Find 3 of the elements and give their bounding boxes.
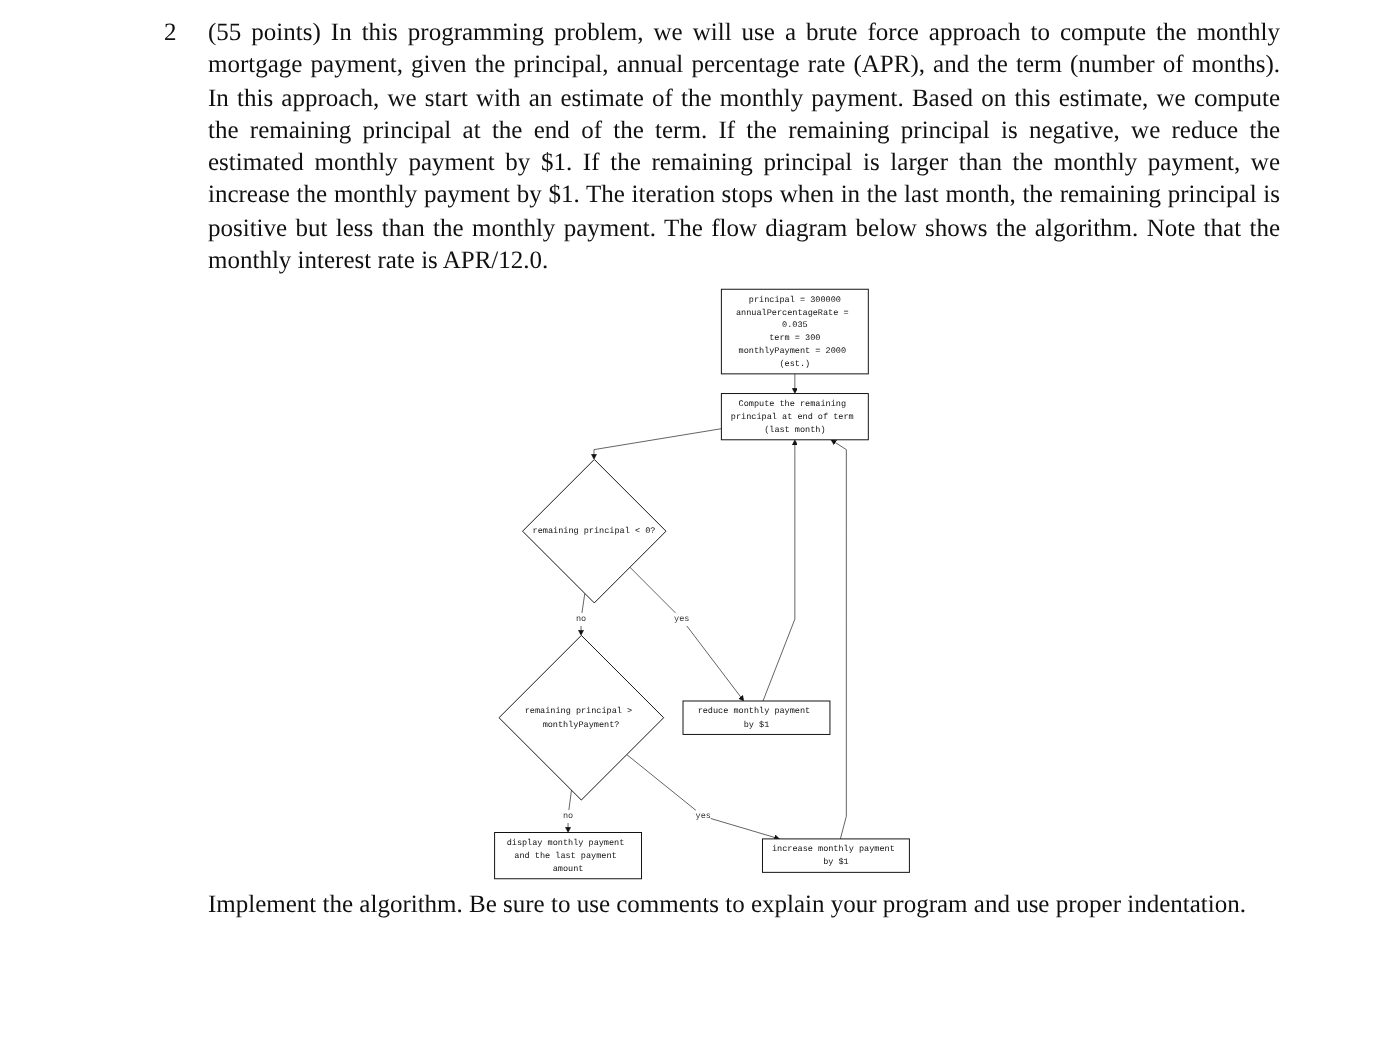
instruction-text: Implement the algorithm. Be sure to use comments to explain your program and use proper indentation.	[208, 890, 1246, 918]
question-number: 2	[164, 18, 177, 46]
question-text: (55 points) In this programming problem, we will use a brute force approach to compute the monthly mortgage payment, given the principal, annual percentage rate (APR), and the term (number of months). In this approach, we start with an estimate of the monthly payment. Based on this estimate, we compute the remaining principal at the end of the term. If the remaining principal is negative, we reduce the estimated monthly payment by $1. If the remaining principal is larger than the monthly payment, we increase the monthly payment by $1. The iteration stops when in the last month, the remaining principal is positive but less than the monthly payment. The flow diagram below shows the algorithm. Note that the monthly interest rate is APR/12.0.	[208, 18, 1280, 274]
